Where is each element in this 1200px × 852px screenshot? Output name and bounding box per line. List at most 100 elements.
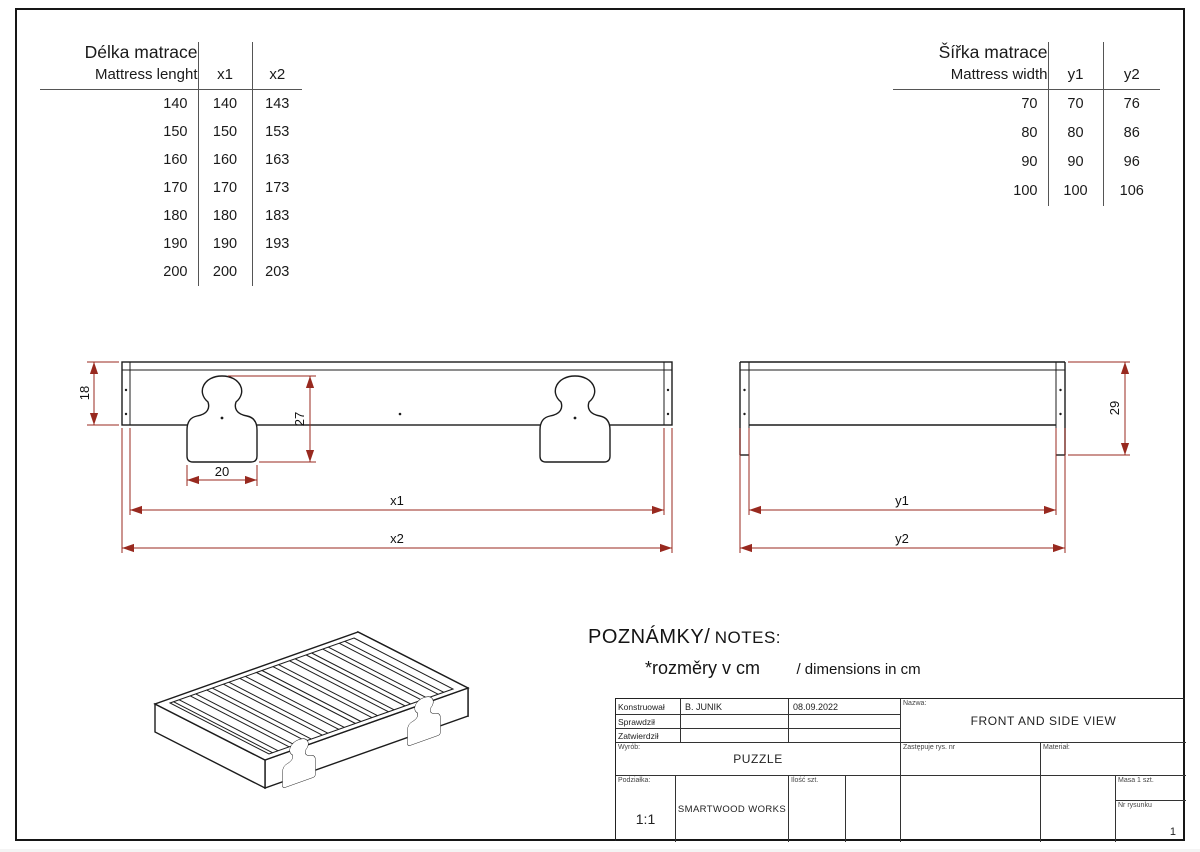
cell: 86	[1102, 118, 1160, 148]
mattress-length-table: Délka matrace Mattress lenght x1 x2 140 1…	[40, 42, 302, 286]
notes-body-primary: *rozměry v cm	[645, 658, 761, 678]
scale-cell: Podziałka: 1:1	[616, 776, 676, 842]
side-view	[739, 361, 1066, 456]
cell: 140	[163, 95, 188, 112]
scale-value: 1:1	[635, 811, 656, 827]
dim-label-rail-height: 18	[77, 386, 92, 400]
front-view	[121, 361, 673, 463]
replaces-drawing-label: Zastępuje rys. nr	[903, 744, 956, 751]
length-col-x1: x1	[197, 42, 252, 90]
cell: 163	[251, 145, 302, 174]
sheet-number-value: 1	[1169, 826, 1176, 838]
company-cell: SMARTWOOD WORKS	[676, 776, 789, 842]
notes-section: POZNÁMKY/ NOTES: *rozměry v cm / dimensi…	[588, 626, 921, 679]
material-label: Materiał:	[1043, 744, 1070, 751]
dim-label-side-height: 29	[1107, 401, 1122, 415]
cell: 200	[197, 257, 252, 286]
cell: 183	[251, 201, 302, 230]
length-table-title: Délka matrace Mattress lenght	[40, 42, 198, 90]
notes-heading: POZNÁMKY/ NOTES:	[588, 626, 921, 649]
cell: 200	[163, 263, 188, 280]
cell: 180	[197, 201, 252, 230]
cell: 150	[163, 123, 188, 140]
designed-by-label-cell: Konstruował	[616, 699, 681, 715]
title-block: Konstruował B. JUNIK 08.09.2022 Sprawdzi…	[615, 698, 1186, 842]
spare-cell-right	[1041, 776, 1116, 842]
spare-cell-left	[846, 776, 901, 842]
replaces-drawing-cell: Zastępuje rys. nr	[901, 743, 1041, 776]
width-table-title-secondary: Mattress width	[950, 66, 1048, 83]
cell: 70	[1021, 96, 1038, 113]
notes-body-secondary: / dimensions in cm	[796, 661, 921, 678]
width-table-header-row: Šířka matrace Mattress width y1 y2	[893, 42, 1160, 90]
checked-by-value-cell	[681, 715, 789, 729]
drawing-name-cell: Nazwa: FRONT AND SIDE VIEW	[901, 699, 1186, 743]
length-table-title-primary: Délka matrace	[84, 42, 198, 62]
designed-date-cell: 08.09.2022	[789, 699, 901, 715]
cell: 190	[197, 229, 252, 258]
sheet-number-label: Nr rysunku	[1118, 802, 1152, 809]
length-table-header-row: Délka matrace Mattress lenght x1 x2	[40, 42, 302, 90]
cell: 160	[197, 145, 252, 174]
front-view-dimensions: 18 27 20 x1 x2	[77, 361, 673, 553]
mass-label: Masa 1 szt.	[1118, 777, 1154, 784]
approved-by-label: Zatwierdził	[618, 730, 659, 741]
notes-heading-secondary: NOTES:	[714, 628, 782, 647]
checked-by-label: Sprawdził	[618, 716, 655, 727]
width-col-y1: y1	[1047, 42, 1103, 90]
length-col-x2: x2	[251, 42, 302, 90]
cell: 193	[251, 229, 302, 258]
cell: 190	[163, 235, 188, 252]
cell: 96	[1102, 147, 1160, 177]
checked-by-label-cell: Sprawdził	[616, 715, 681, 729]
cell: 160	[163, 151, 188, 168]
approved-date-cell	[789, 729, 901, 743]
drawing-name-value: FRONT AND SIDE VIEW	[970, 713, 1117, 728]
cell: 90	[1021, 154, 1038, 170]
width-col-y2: y2	[1102, 42, 1160, 90]
company-name: SMARTWOOD WORKS	[677, 803, 787, 815]
dim-label-x2: x2	[390, 531, 404, 546]
quantity-label: Ilość szt.	[791, 777, 819, 784]
side-view-dimensions: 29 y1 y2	[739, 361, 1130, 553]
mass-cell: Masa 1 szt.	[1116, 776, 1186, 801]
signature-cell	[901, 776, 1041, 842]
product-cell: Wyrób: PUZZLE	[616, 743, 901, 776]
material-cell: Materiał:	[1041, 743, 1186, 776]
scale-label: Podziałka:	[618, 777, 651, 784]
designed-by-value: B. JUNIK	[685, 701, 723, 712]
cell: 150	[197, 117, 252, 146]
cell: 100	[1013, 183, 1038, 199]
cell: 80	[1021, 125, 1038, 141]
quantity-cell: Ilość szt.	[789, 776, 846, 842]
cell: 180	[163, 207, 188, 224]
product-label: Wyrób:	[618, 744, 641, 751]
sheet-number-cell: Nr rysunku 1	[1116, 801, 1186, 842]
cell: 143	[251, 89, 302, 118]
cell: 100	[1047, 176, 1103, 206]
cell: 106	[1102, 176, 1160, 206]
notes-body: *rozměry v cm / dimensions in cm	[645, 658, 921, 679]
cell: 90	[1047, 147, 1103, 177]
designed-by-value-cell: B. JUNIK	[681, 699, 789, 715]
dim-label-puzzle-width: 20	[215, 464, 229, 479]
cell: 173	[251, 173, 302, 202]
dim-label-y2: y2	[895, 531, 909, 546]
cell: 70	[1047, 89, 1103, 119]
dim-label-x1: x1	[390, 493, 404, 508]
cell: 170	[197, 173, 252, 202]
checked-date-cell	[789, 715, 901, 729]
designed-date: 08.09.2022	[793, 701, 839, 712]
drawing-name-label: Nazwa:	[903, 700, 927, 707]
